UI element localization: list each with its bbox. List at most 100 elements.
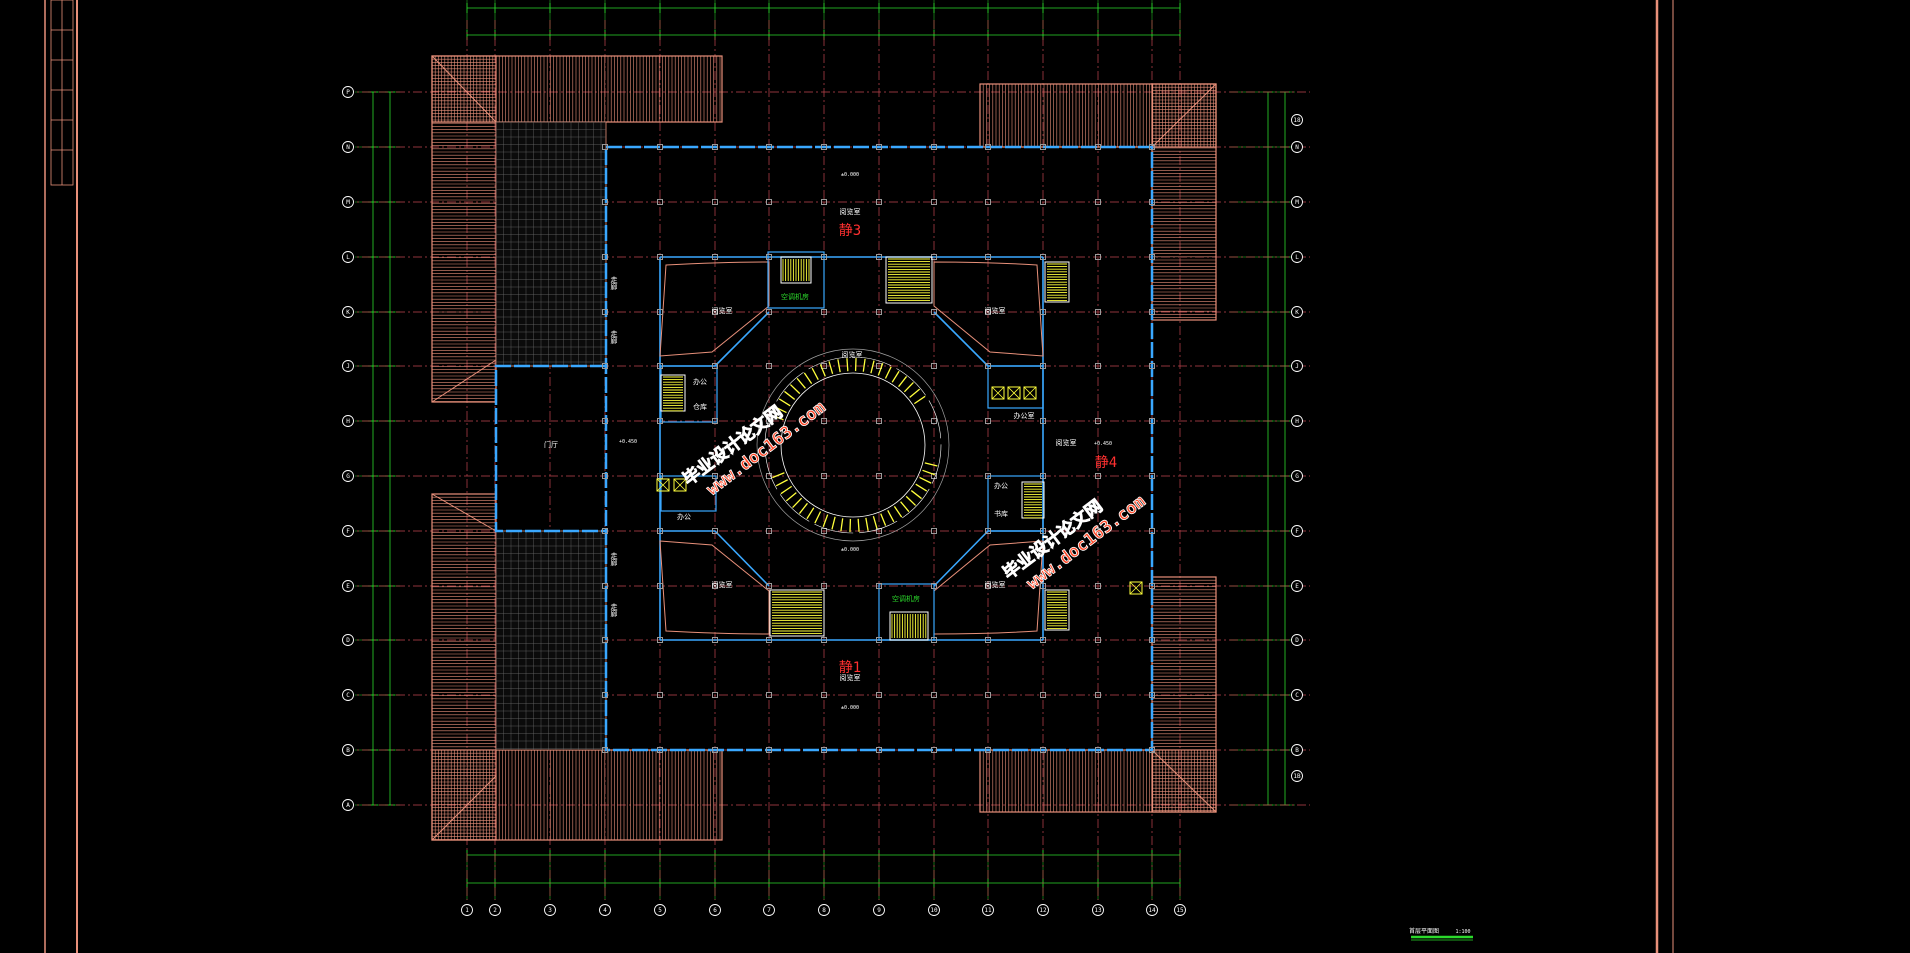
- column: [1040, 254, 1046, 260]
- office-room-1: [660, 365, 718, 423]
- column: [985, 144, 991, 150]
- column: [602, 637, 608, 643]
- office-room-4: [660, 475, 717, 512]
- wall-diagonal-1: [714, 311, 770, 367]
- stair-east: [1021, 481, 1045, 519]
- level-labels: ±0.000 +0.450 ±0.000 +0.450 ±0.000: [619, 172, 1112, 711]
- column: [657, 254, 663, 260]
- column: [602, 528, 608, 534]
- wall-diagonal-4: [933, 530, 989, 587]
- atrium-stair-tread: [915, 483, 928, 492]
- svg-text:M: M: [1295, 199, 1299, 206]
- column: [1040, 528, 1046, 534]
- column: [931, 528, 937, 534]
- column: [821, 199, 827, 205]
- stairs: [656, 256, 1143, 641]
- column: [985, 473, 991, 479]
- section-mark-4: 静4: [1095, 455, 1117, 471]
- column: [876, 309, 882, 315]
- column: [712, 144, 718, 150]
- column: [1149, 418, 1155, 424]
- column: [1095, 692, 1101, 698]
- column: [876, 692, 882, 698]
- axis-bubble-x-3: 3: [544, 904, 556, 916]
- column: [876, 747, 882, 753]
- column: [712, 583, 718, 589]
- column: [821, 144, 827, 150]
- svg-text:L: L: [346, 254, 350, 261]
- column: [931, 309, 937, 315]
- roof-east-upper: [1151, 83, 1217, 321]
- column: [766, 199, 772, 205]
- column: [602, 692, 608, 698]
- elevator-2: [1007, 386, 1021, 400]
- svg-text:E: E: [346, 583, 350, 590]
- column: [1095, 418, 1101, 424]
- column: [657, 692, 663, 698]
- column: [766, 254, 772, 260]
- atrium-stair-tread: [877, 363, 884, 376]
- elevator-3: [1023, 386, 1037, 400]
- atrium-ring-outer: [756, 348, 950, 542]
- column: [876, 199, 882, 205]
- column: [766, 144, 772, 150]
- axis-bubble-y-left-N: N: [342, 141, 354, 153]
- axis-bubble-x-10: 10: [928, 904, 940, 916]
- axis-bubble-y-right-10: D: [1291, 634, 1303, 646]
- column: [1095, 199, 1101, 205]
- room-label-center: 阅览室: [842, 350, 863, 359]
- column: [876, 637, 882, 643]
- atrium-stair-tread: [870, 360, 875, 374]
- svg-text:G: G: [1295, 473, 1299, 480]
- axis-bubble-y-right-11: C: [1291, 689, 1303, 701]
- atrium-stair-tread: [900, 501, 910, 513]
- axis-bubble-x-15: 15: [1174, 904, 1186, 916]
- room-label-corridor-1: 走廊: [610, 276, 618, 291]
- atrium-stair-tread: [862, 358, 866, 372]
- roof-hip-1: [431, 55, 497, 123]
- atrium-stair-tread: [819, 364, 826, 377]
- column: [766, 363, 772, 369]
- axis-bubble-y-left-E: E: [342, 580, 354, 592]
- svg-text:D: D: [346, 637, 350, 644]
- column: [602, 583, 608, 589]
- atrium-stair-tread: [778, 398, 791, 407]
- svg-text:7: 7: [767, 907, 771, 914]
- atrium-stair-tread: [796, 377, 806, 389]
- axis-bubble-y-right-5: J: [1291, 360, 1303, 372]
- column: [602, 144, 608, 150]
- column: [766, 583, 772, 589]
- elevator-4: [656, 478, 670, 492]
- room-label-ne: 阅览室: [985, 306, 1006, 315]
- atrium-stair-tread: [772, 472, 785, 479]
- level-label-4: +0.450: [1094, 441, 1112, 447]
- column: [1040, 583, 1046, 589]
- column: [821, 528, 827, 534]
- column: [876, 254, 882, 260]
- room-label-shelves: 书库: [994, 509, 1008, 518]
- room-label-corridor-4: 走廊: [610, 603, 618, 618]
- atrium-stair-tread: [771, 414, 784, 421]
- atrium-stair-tread: [785, 492, 797, 502]
- atrium-stair-tread: [884, 366, 892, 379]
- room-label-right: 阅览室: [1056, 438, 1077, 447]
- axis-bubble-y-left-G: G: [342, 470, 354, 482]
- column: [712, 309, 718, 315]
- atrium-stair-tread: [806, 507, 815, 520]
- column: [821, 254, 827, 260]
- column: [657, 199, 663, 205]
- elevator-6: [1129, 581, 1143, 595]
- svg-text:13: 13: [1094, 907, 1102, 914]
- column: [821, 692, 827, 698]
- column: [1095, 254, 1101, 260]
- atrium-stair-tread: [814, 511, 822, 524]
- axis-bubble-x-6: 6: [709, 904, 721, 916]
- room-label-office-3: 办公: [994, 481, 1008, 490]
- column: [1149, 583, 1155, 589]
- axis-bubble-x-1: 1: [461, 904, 473, 916]
- roof-west-upper: [431, 55, 497, 403]
- svg-text:K: K: [1295, 309, 1299, 316]
- svg-text:K: K: [346, 309, 350, 316]
- svg-text:3: 3: [548, 907, 552, 914]
- svg-text:E: E: [1295, 583, 1299, 590]
